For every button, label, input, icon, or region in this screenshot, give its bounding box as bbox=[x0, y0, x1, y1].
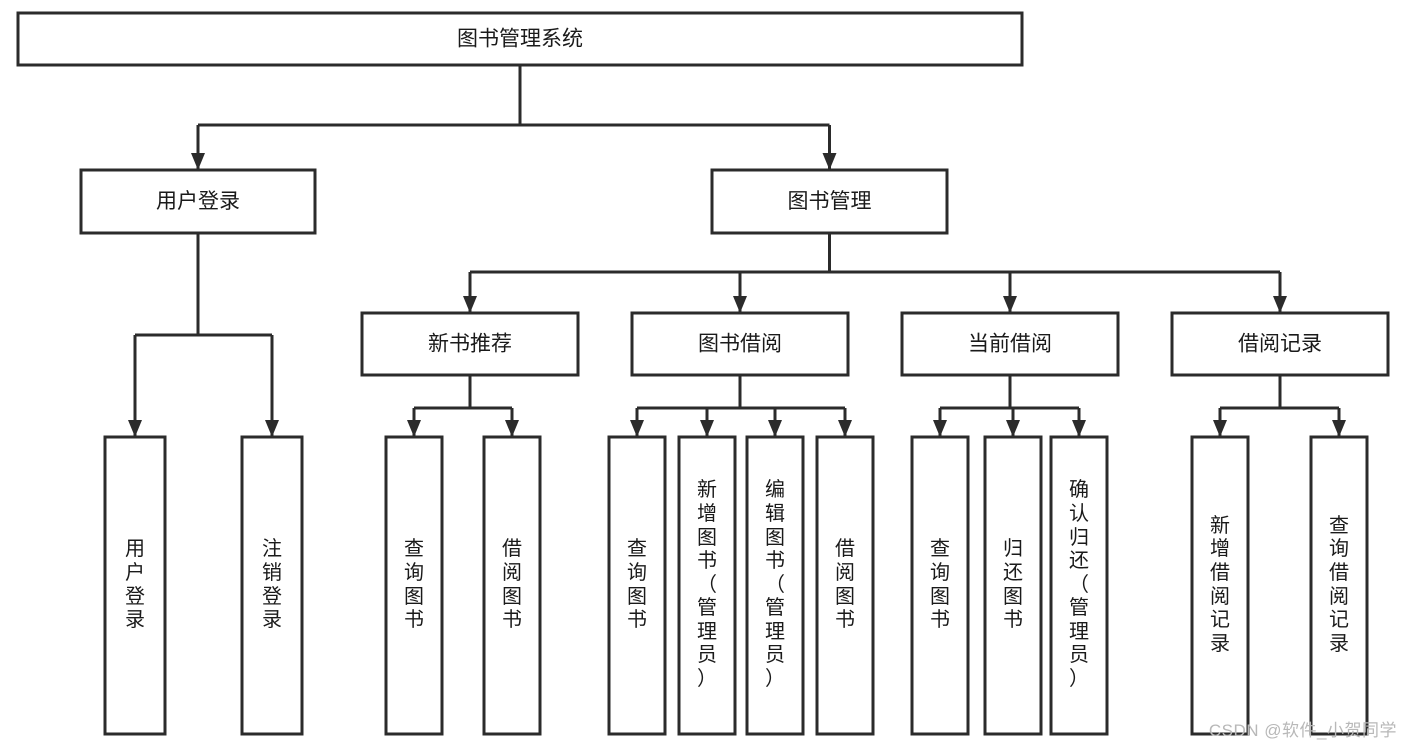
csdn-watermark: CSDN @软件_小贺同学 bbox=[1208, 721, 1397, 740]
arrow-to-leaf-5 bbox=[700, 420, 714, 437]
node-level3-1-label: 图书借阅 bbox=[698, 333, 782, 356]
arrow-to-level3-3 bbox=[1273, 296, 1287, 313]
arrow-to-level2-0 bbox=[191, 153, 205, 170]
arrow-to-leaf-2 bbox=[407, 420, 421, 437]
node-level3-0-label: 新书推荐 bbox=[428, 333, 512, 356]
arrow-to-level3-2 bbox=[1003, 296, 1017, 313]
arrow-to-leaf-6 bbox=[768, 420, 782, 437]
node-leaf-3-box[interactable] bbox=[482, 435, 542, 736]
node-level2-0-box[interactable] bbox=[79, 168, 317, 235]
node-leaf-10-box[interactable] bbox=[1049, 435, 1109, 736]
node-leaf-1-box[interactable] bbox=[240, 435, 304, 736]
arrow-to-leaf-10 bbox=[1072, 420, 1086, 437]
node-leaf-6-box[interactable] bbox=[745, 435, 805, 736]
arrow-to-leaf-11 bbox=[1213, 420, 1227, 437]
node-level2-0-label: 用户登录 bbox=[156, 190, 240, 213]
node-level2-1-label: 图书管理 bbox=[788, 190, 872, 213]
node-leaf-11-box[interactable] bbox=[1190, 435, 1250, 736]
node-root-box[interactable] bbox=[16, 11, 1024, 67]
node-level3-0-box[interactable] bbox=[360, 311, 580, 377]
arrow-to-leaf-7 bbox=[838, 420, 852, 437]
node-leaf-8-box[interactable] bbox=[910, 435, 970, 736]
node-level3-1-box[interactable] bbox=[630, 311, 850, 377]
arrow-to-leaf-4 bbox=[630, 420, 644, 437]
node-leaf-0-box[interactable] bbox=[103, 435, 167, 736]
node-root-label: 图书管理系统 bbox=[457, 28, 583, 51]
node-leaf-7-box[interactable] bbox=[815, 435, 875, 736]
node-level3-3-label: 借阅记录 bbox=[1238, 333, 1322, 356]
arrow-to-leaf-8 bbox=[933, 420, 947, 437]
node-level3-2-label: 当前借阅 bbox=[968, 333, 1052, 356]
node-level3-2-box[interactable] bbox=[900, 311, 1120, 377]
node-leaf-12-box[interactable] bbox=[1309, 435, 1369, 736]
arrow-to-leaf-12 bbox=[1332, 420, 1346, 437]
connectors-layer bbox=[128, 65, 1346, 437]
arrow-to-leaf-9 bbox=[1006, 420, 1020, 437]
node-level2-1-box[interactable] bbox=[710, 168, 949, 235]
boxes-layer bbox=[16, 11, 1390, 736]
arrow-to-leaf-1 bbox=[265, 420, 279, 437]
arrow-to-level3-0 bbox=[463, 296, 477, 313]
node-leaf-9-box[interactable] bbox=[983, 435, 1043, 736]
node-level3-3-box[interactable] bbox=[1170, 311, 1390, 377]
arrow-to-leaf-3 bbox=[505, 420, 519, 437]
node-leaf-2-box[interactable] bbox=[384, 435, 444, 736]
node-leaf-4-box[interactable] bbox=[607, 435, 667, 736]
node-leaf-5-box[interactable] bbox=[677, 435, 737, 736]
arrow-to-level3-1 bbox=[733, 296, 747, 313]
arrow-to-leaf-0 bbox=[128, 420, 142, 437]
arrow-to-level2-1 bbox=[822, 153, 837, 170]
